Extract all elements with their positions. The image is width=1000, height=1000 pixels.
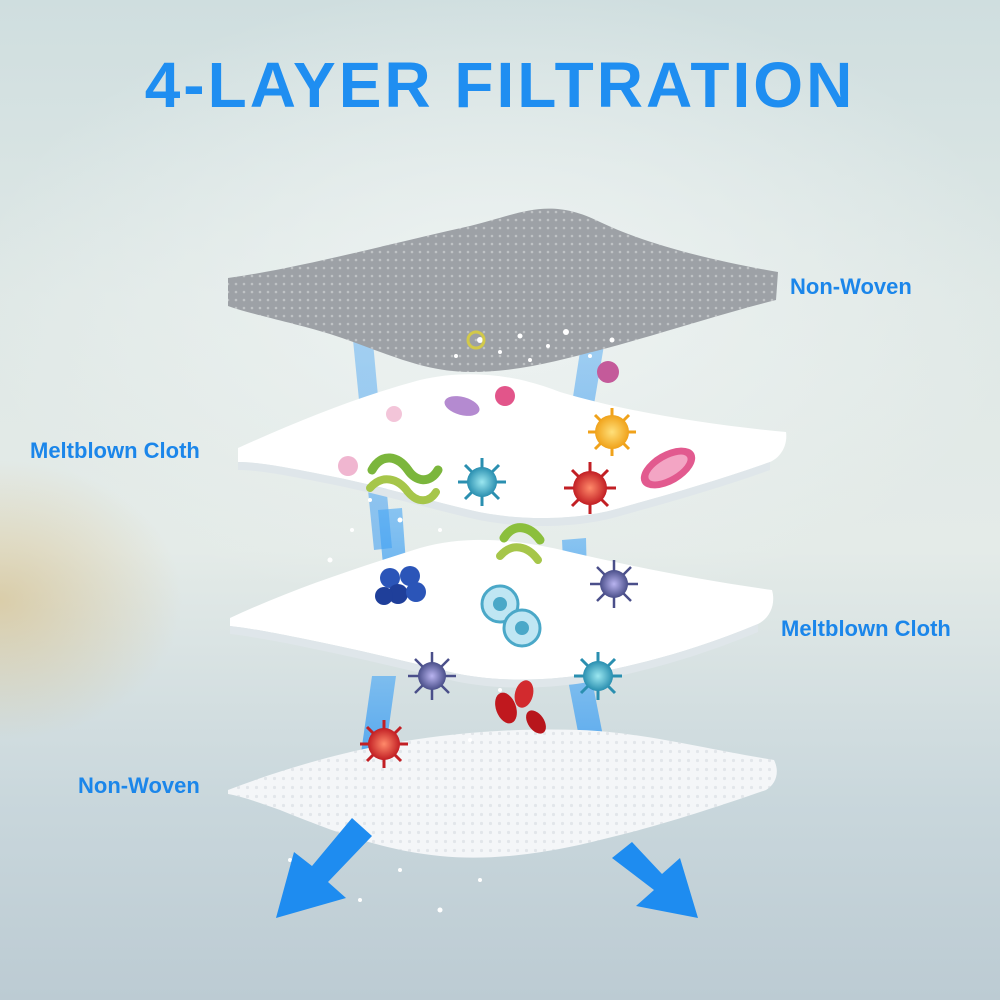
virus-icon [564,462,616,514]
cell-icon [480,584,542,648]
virus-icon [408,652,456,700]
virus-icon [360,720,408,768]
germ-icon [588,408,636,456]
layer-non-woven-top [228,208,778,372]
germ-icon [338,330,619,476]
down-arrow-icon [612,842,698,918]
layer-label-non-woven-top: Non-Woven [790,274,912,299]
germ-icon [375,566,426,605]
bacteria-icon [366,453,443,505]
layer-label-non-woven-bottom: Non-Woven [78,773,200,798]
bacteria-icon [640,447,696,489]
down-arrow-icon [276,818,372,918]
bacteria-icon [496,523,545,564]
layer-non-woven-bottom [228,729,777,858]
page-title: 4-LAYER FILTRATION [144,49,856,121]
virus-icon [590,560,638,608]
layer-label-meltblown-1: Meltblown Cloth [30,438,200,463]
virus-icon [574,652,622,700]
virus-icon [458,458,506,506]
blood-cell-icon [495,680,546,734]
layer-label-meltblown-2: Meltblown Cloth [781,616,951,641]
